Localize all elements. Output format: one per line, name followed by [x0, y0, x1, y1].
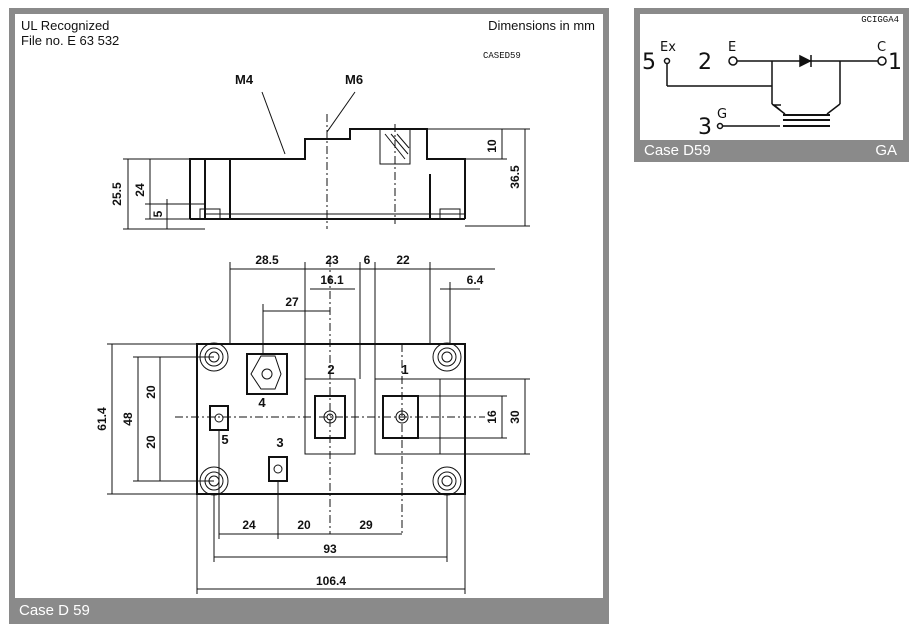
dim-16: 16: [485, 410, 499, 424]
side-view: [123, 91, 530, 230]
dim-24-height: 24: [133, 183, 147, 197]
case-drawing-panel: UL Recognized File no. E 63 532 Dimensio…: [9, 8, 609, 624]
ul-recognized-text: UL Recognized: [21, 18, 110, 33]
pin-1-label: 1: [401, 362, 408, 377]
dim-93: 93: [323, 542, 337, 556]
terminal-g: G: [717, 107, 727, 122]
dim-16-1: 16.1: [320, 273, 344, 287]
dim-25-5: 25.5: [110, 182, 124, 206]
dimensions-note: Dimensions in mm: [488, 18, 595, 33]
dim-36-5: 36.5: [508, 165, 522, 189]
dim-20-lower: 20: [144, 435, 158, 449]
pin-2-label: 2: [327, 362, 334, 377]
dim-6-4: 6.4: [467, 273, 484, 287]
mechanical-drawing: M4 M6 25.5 24 5 10 36.5 28.5 23 6 22 16.…: [95, 72, 530, 594]
dim-6: 6: [364, 253, 371, 267]
m6-label: M6: [345, 72, 363, 87]
pin-5-number: 5: [642, 50, 656, 75]
schematic-panel: GCIGGA4 5 2 1 3 Ex E C G: [634, 8, 909, 162]
pin-1-number: 1: [888, 50, 902, 75]
circuit-symbol: 5 2 1 3 Ex E C G: [642, 40, 902, 140]
schematic-code: GCIGGA4: [861, 15, 899, 25]
pin-5-label: 5: [221, 432, 228, 447]
dim-27: 27: [285, 295, 299, 309]
dim-24-bottom: 24: [242, 518, 256, 532]
dim-22: 22: [396, 253, 410, 267]
pin-4-label: 4: [258, 395, 266, 410]
dim-23: 23: [325, 253, 339, 267]
case-code-text: CASED59: [483, 51, 521, 61]
dim-10: 10: [485, 139, 499, 153]
terminal-ex: Ex: [660, 40, 676, 55]
dim-20-upper: 20: [144, 385, 158, 399]
dim-28-5: 28.5: [255, 253, 279, 267]
dim-5: 5: [151, 210, 165, 217]
pin-2-number: 2: [698, 50, 712, 75]
schematic-footer: Case D59 GA: [640, 140, 903, 162]
schematic-case-label: Case D59: [644, 142, 711, 159]
dim-48: 48: [121, 412, 135, 426]
main-footer: Case D 59: [15, 598, 603, 624]
terminal-e: E: [728, 40, 736, 55]
dim-61-4: 61.4: [95, 407, 109, 431]
dim-29: 29: [359, 518, 373, 532]
pin-3-label: 3: [276, 435, 283, 450]
m4-label: M4: [235, 72, 254, 87]
schematic-type-label: GA: [875, 142, 897, 159]
dim-30: 30: [508, 410, 522, 424]
dim-20-bottom: 20: [297, 518, 311, 532]
pin-3-number: 3: [698, 115, 712, 140]
dim-106-4: 106.4: [316, 574, 346, 588]
terminal-c: C: [877, 40, 886, 55]
file-number-text: File no. E 63 532: [21, 33, 120, 48]
top-view: [107, 259, 530, 594]
